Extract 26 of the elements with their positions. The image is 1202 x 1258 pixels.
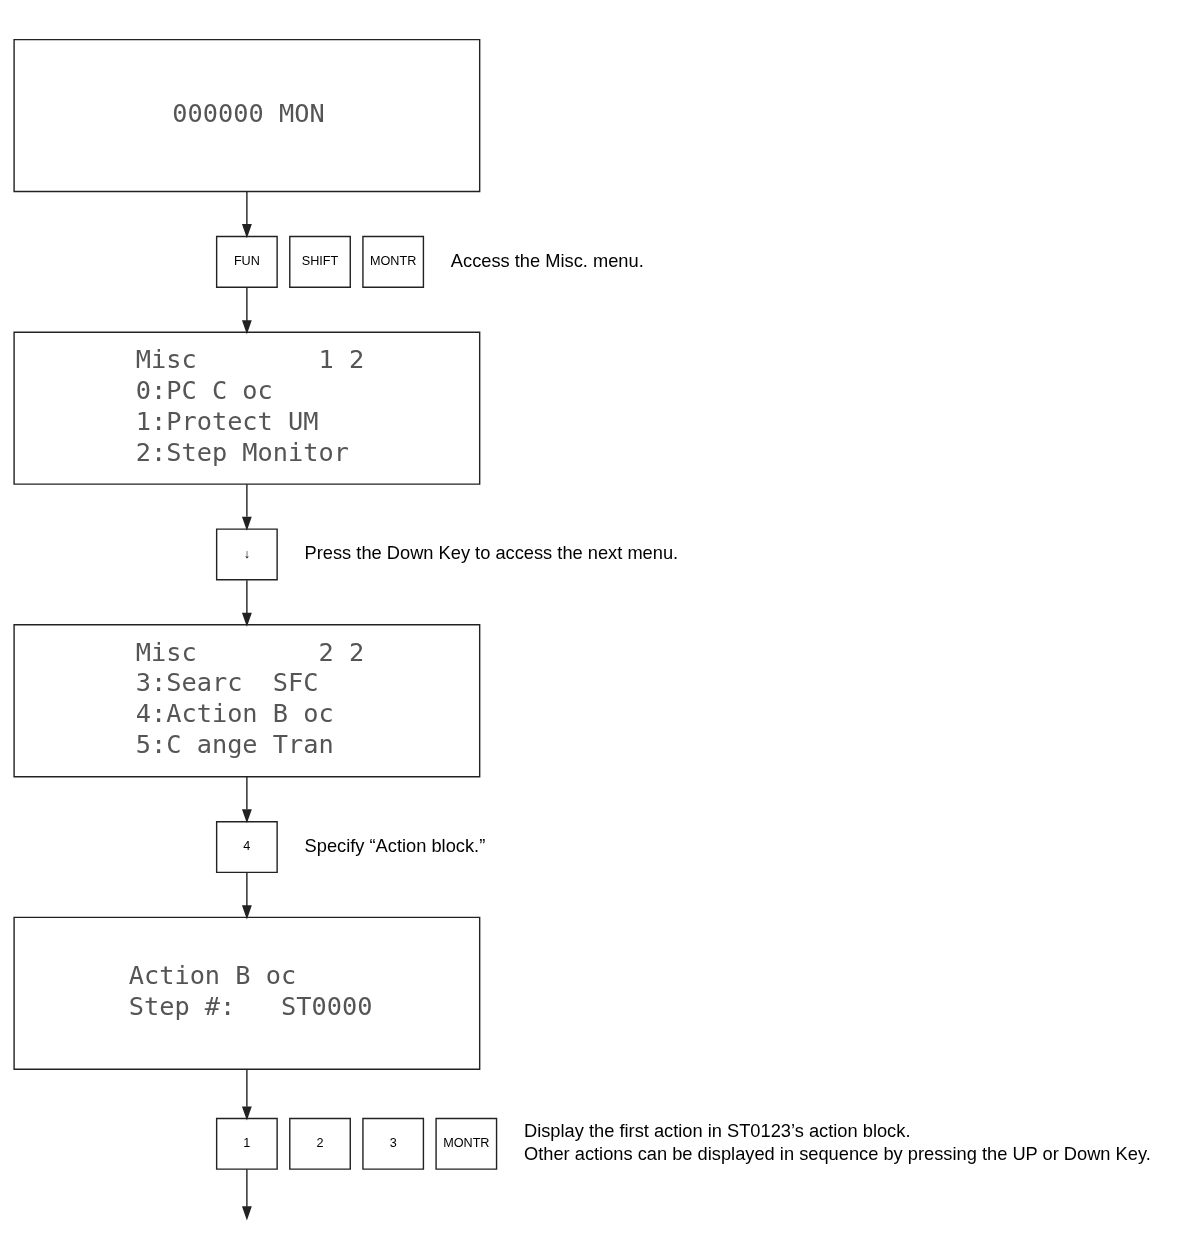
node-box: 000000 MON <box>13 38 481 192</box>
node-box: ↓ <box>215 527 278 580</box>
node-box: SHIFT <box>289 235 351 288</box>
node-box: Misc 2 2 3:Searc SFC 4:Action B oc 5:C ange Tran <box>13 623 481 777</box>
node-box: 2 <box>289 1117 351 1170</box>
arrow <box>241 775 252 823</box>
node-box: MONTR <box>362 235 425 288</box>
arrow <box>241 578 252 627</box>
node-box: FUN <box>215 235 278 288</box>
arrow <box>241 1068 252 1120</box>
node-label: Specify “Action block.” <box>304 834 486 856</box>
arrow <box>241 1167 252 1220</box>
node-label: Access the Misc. menu. <box>450 249 644 271</box>
node-label: Other actions can be displayed in sequence by pressing the UP or Down Key. <box>523 1142 1151 1164</box>
node-box: 1 <box>215 1117 278 1170</box>
node-box: MONTR <box>435 1117 498 1170</box>
node-label: Display the first action in ST0123’s action block. <box>523 1119 911 1141</box>
node-box: Action B oc Step #: ST0000 <box>13 916 481 1070</box>
arrow <box>241 190 252 238</box>
arrow <box>241 483 252 531</box>
arrow <box>241 286 252 334</box>
node-box: Misc 1 2 0:PC C oc 1:Protect UM 2:Step Monitor <box>13 331 481 485</box>
arrow <box>241 871 252 919</box>
node-box: 3 <box>362 1117 425 1170</box>
node-box: 4 <box>215 820 278 873</box>
node-label: Press the Down Key to access the next menu. <box>304 541 679 563</box>
